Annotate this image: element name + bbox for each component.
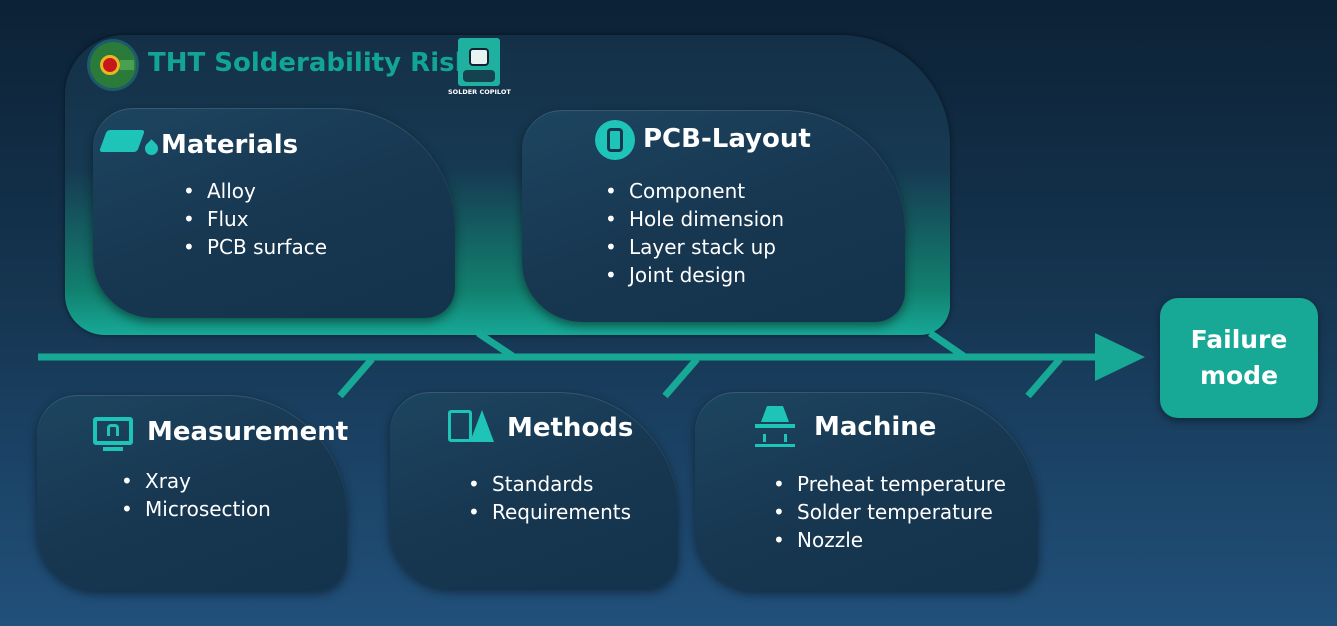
methods-card: Methods Standards Requirements	[390, 392, 678, 588]
list-item: Layer stack up	[605, 233, 784, 261]
bone-methods	[662, 356, 700, 399]
monitor-icon	[93, 417, 133, 445]
document-check-icon	[448, 410, 472, 442]
list-item: Alloy	[183, 177, 327, 205]
page-title: THT Solderability Risk	[148, 48, 472, 78]
failure-mode-line1: Failure	[1190, 325, 1288, 354]
materials-box-icon	[98, 130, 146, 152]
measurement-heading: Measurement	[147, 417, 349, 447]
robot-icon	[458, 38, 500, 86]
list-item: Preheat temperature	[773, 470, 1006, 498]
machine-list: Preheat temperature Solder temperature N…	[773, 470, 1006, 554]
list-item: PCB surface	[183, 233, 327, 261]
materials-list: Alloy Flux PCB surface	[183, 177, 327, 261]
list-item: Hole dimension	[605, 205, 784, 233]
failure-mode-line2: mode	[1199, 361, 1279, 390]
list-item: Requirements	[468, 498, 631, 526]
header-logo-icon	[90, 42, 136, 88]
machine-card: Machine Preheat temperature Solder tempe…	[695, 392, 1038, 590]
list-item: Nozzle	[773, 526, 1006, 554]
machine-heading: Machine	[814, 412, 937, 442]
pcb-layout-list: Component Hole dimension Layer stack up …	[605, 177, 784, 289]
list-item: Joint design	[605, 261, 784, 289]
list-item: Xray	[121, 467, 271, 495]
measurement-list: Xray Microsection	[121, 467, 271, 523]
list-item: Standards	[468, 470, 631, 498]
list-item: Component	[605, 177, 784, 205]
materials-card: Materials Alloy Flux PCB surface	[93, 108, 455, 318]
pcb-layout-card: PCB-Layout Component Hole dimension Laye…	[522, 110, 905, 322]
methods-heading: Methods	[507, 413, 634, 443]
circuit-icon	[595, 120, 635, 160]
flux-drop-icon	[142, 139, 161, 158]
materials-heading: Materials	[161, 130, 299, 160]
list-item: Microsection	[121, 495, 271, 523]
measurement-card: Measurement Xray Microsection	[37, 395, 349, 590]
list-item: Solder temperature	[773, 498, 1006, 526]
logo-text: SOLDER COPILOT	[448, 88, 511, 96]
bone-measurement	[337, 356, 375, 399]
solder-copilot-logo: SOLDER COPILOT	[448, 38, 511, 100]
pcb-layout-heading: PCB-Layout	[643, 124, 811, 154]
list-item: Flux	[183, 205, 327, 233]
pyramid-icon	[470, 410, 494, 442]
bone-pcb-layout	[928, 330, 967, 360]
solder-nozzle-icon	[755, 406, 795, 450]
methods-list: Standards Requirements	[468, 470, 631, 526]
failure-mode-box: Failure mode	[1160, 298, 1318, 418]
bone-materials	[476, 330, 516, 360]
arrowhead	[1095, 333, 1145, 381]
bone-machine	[1025, 356, 1063, 399]
monitor-stand-icon	[103, 447, 123, 451]
